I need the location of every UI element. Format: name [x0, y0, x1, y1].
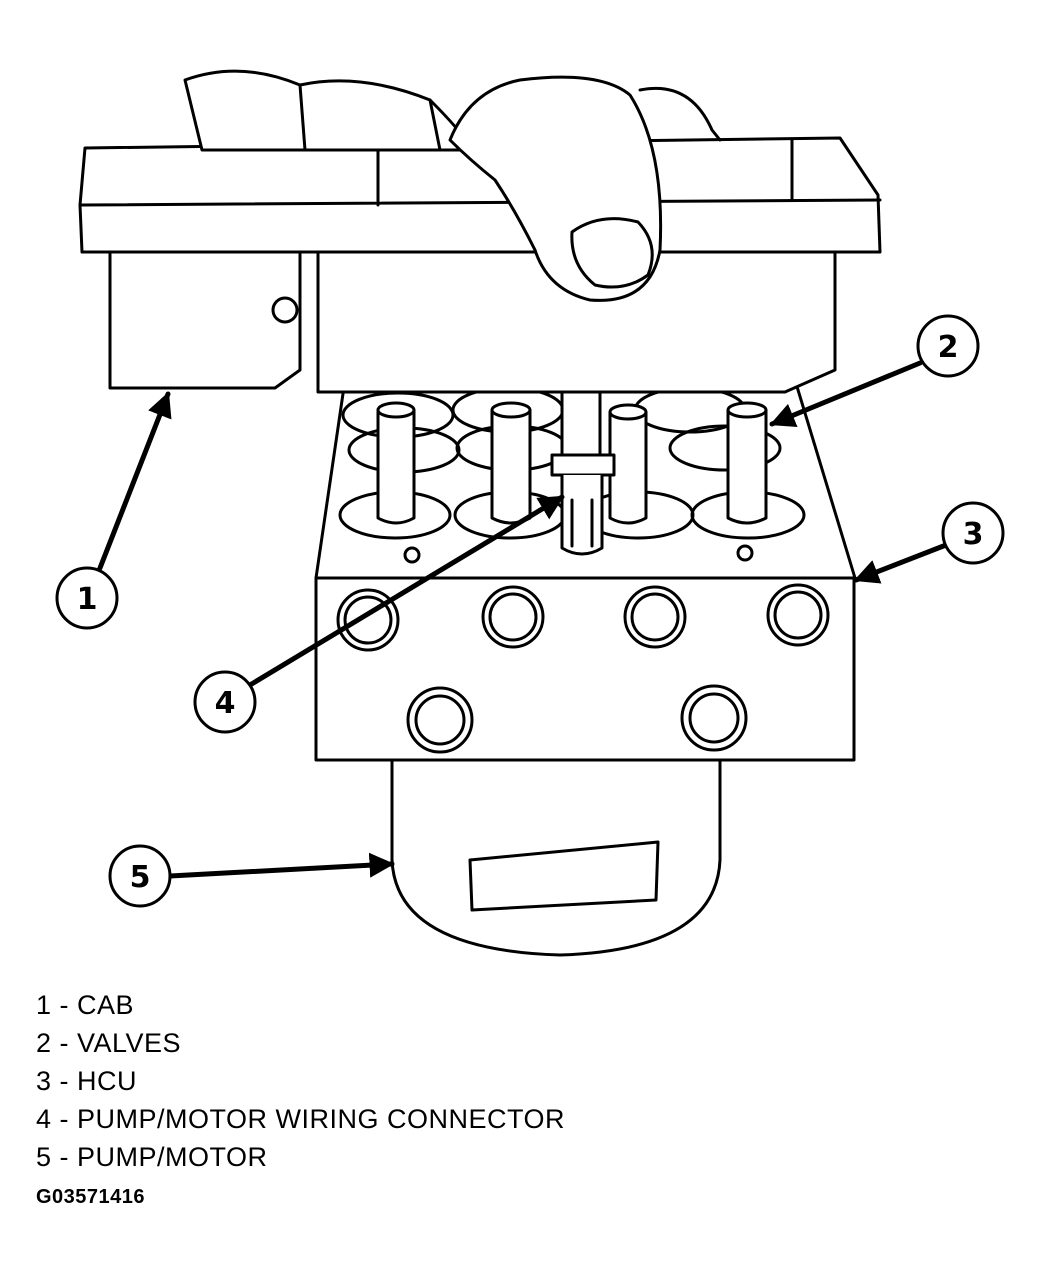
arrow-4 — [247, 494, 565, 688]
arrow-1 — [97, 391, 172, 571]
legend-item: 3 - HCU — [36, 1066, 138, 1096]
callout-5-number: 5 — [130, 860, 151, 895]
legend-item: 2 - VALVES — [36, 1028, 182, 1058]
cab-left-housing — [108, 248, 302, 390]
arrow-2 — [769, 360, 923, 427]
callout-1: 1 — [55, 566, 119, 630]
cab-lid — [78, 136, 882, 254]
thumbnail — [570, 217, 654, 289]
legend-item: 4 - PUMP/MOTOR WIRING CONNECTOR — [36, 1104, 566, 1134]
figure-id: G03571416 — [36, 1186, 146, 1208]
callout-2-number: 2 — [938, 330, 959, 365]
pump-motor-wiring-connector — [550, 390, 616, 556]
arrow-3 — [853, 542, 949, 584]
callout-3: 3 — [941, 501, 1005, 565]
abs-module-illustration: 1 2 3 4 5 — [55, 69, 1005, 957]
legend-item: 5 - PUMP/MOTOR — [36, 1142, 268, 1172]
callout-4-number: 4 — [215, 686, 236, 721]
leader-lines — [97, 360, 949, 879]
callout-1-number: 1 — [77, 582, 98, 617]
pump-motor-label-plate — [468, 840, 660, 912]
hcu-front-face — [314, 576, 856, 762]
legend-item: 1 - CAB — [36, 990, 135, 1020]
pump-motor — [390, 758, 722, 957]
callout-4: 4 — [193, 670, 257, 734]
callout-5: 5 — [108, 844, 172, 908]
hand — [183, 69, 722, 302]
callout-3-number: 3 — [963, 517, 984, 552]
callout-2: 2 — [916, 314, 980, 378]
legend: 1 - CAB 2 - VALVES 3 - HCU 4 - PUMP/MOTO… — [36, 986, 565, 1176]
arrow-5 — [167, 852, 395, 879]
cab-module — [78, 136, 882, 394]
valves — [376, 401, 768, 525]
hcu-ports — [336, 583, 830, 754]
